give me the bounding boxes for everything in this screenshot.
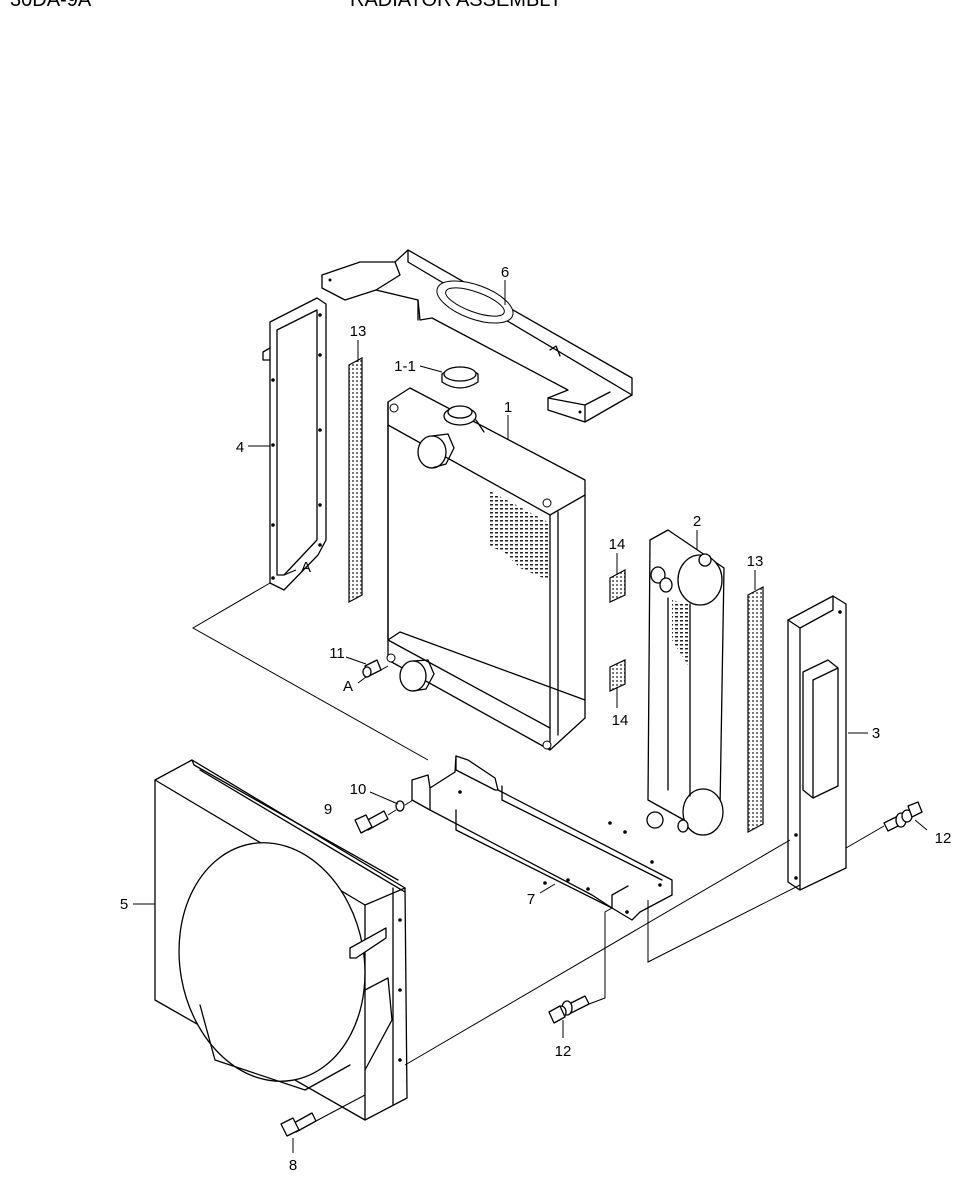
- part-9-bolt: [354, 810, 389, 834]
- part-13-right-mesh-strip: [747, 586, 764, 833]
- callout-14-bottom: 14: [612, 712, 629, 729]
- part-12-bottom-bolt-set: [548, 995, 590, 1024]
- callout-2: 2: [693, 513, 701, 530]
- callout-12-bottom: 12: [555, 1043, 572, 1060]
- assembly-lines: [191, 582, 885, 1122]
- part-8-bolt: [280, 1112, 317, 1137]
- callout-5: 5: [120, 896, 128, 913]
- callout-1-1: 1-1: [394, 358, 416, 375]
- callout-11: 11: [329, 645, 345, 662]
- callout-4: 4: [236, 439, 244, 456]
- model-code: 30DA-9A: [10, 0, 92, 11]
- diagram-title: RADIATOR ASSEMBLY: [350, 0, 562, 11]
- part-12-right-bolt-set: [883, 801, 923, 832]
- part-1-1-radiator-cap: [441, 366, 479, 389]
- part-1-radiator: [386, 387, 586, 751]
- part-3-right-side-plate: [787, 595, 847, 891]
- callout-14-top: 14: [609, 536, 626, 553]
- part-4-left-side-plate: [262, 297, 327, 591]
- part-10-washer: [395, 800, 405, 812]
- callout-6: 6: [501, 264, 509, 281]
- callout-4-a: A: [301, 559, 311, 576]
- callout-1: 1: [504, 399, 512, 416]
- part-14-pads: [609, 569, 626, 692]
- part-2-oil-cooler: [646, 529, 725, 836]
- callout-13-right: 13: [747, 553, 764, 570]
- part-6-top-bracket: [321, 249, 633, 423]
- callout-10: 10: [350, 781, 367, 798]
- callout-8: 8: [289, 1157, 297, 1174]
- part-11-stud: [362, 659, 382, 678]
- callout-11-a: A: [343, 678, 353, 695]
- part-13-left-mesh-strip: [348, 356, 363, 604]
- callout-9: 9: [324, 801, 332, 818]
- callout-7: 7: [527, 891, 535, 908]
- callout-13-left: 13: [350, 323, 367, 340]
- callout-3: 3: [872, 725, 880, 742]
- part-5-fan-shroud: [154, 759, 408, 1121]
- callout-12-right: 12: [935, 830, 952, 847]
- leader-lines: [133, 280, 928, 1153]
- part-7-lower-bracket: [411, 755, 673, 921]
